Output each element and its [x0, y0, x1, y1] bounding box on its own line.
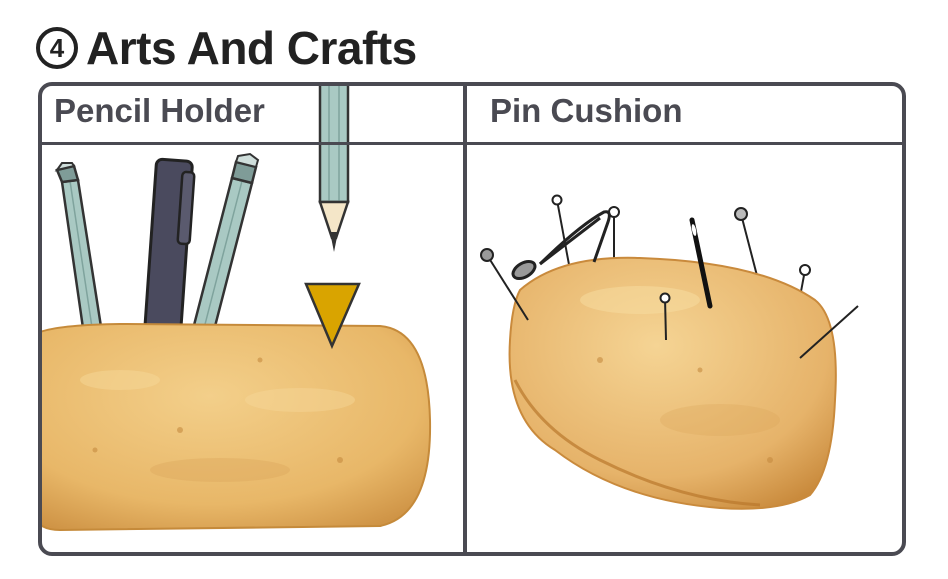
- pencil-holder-illustration: [42, 152, 432, 532]
- colored-pencil-left: [54, 162, 104, 337]
- sewing-needle: [689, 217, 713, 309]
- marker-pen: [142, 157, 196, 353]
- panel-divider-vertical: [463, 84, 467, 554]
- snack-cake-right: [508, 256, 837, 510]
- step-number-badge: 4: [36, 27, 78, 69]
- pin-cushion-illustration: [480, 194, 859, 510]
- title-row: 4 Arts And Crafts: [36, 20, 417, 76]
- pins-front: [486, 254, 859, 359]
- insert-here-arrow: [304, 282, 361, 350]
- panel-label-pencil-holder: Pencil Holder: [54, 92, 265, 129]
- page-title: Arts And Crafts: [86, 22, 417, 74]
- panel-divider-horizontal: [40, 142, 904, 145]
- panel-label-pin-cushion: Pin Cushion: [490, 92, 683, 129]
- pin-heads: [480, 194, 811, 304]
- step-number: 4: [49, 32, 65, 63]
- safety-pin: [511, 210, 611, 281]
- snack-cake-left: [42, 322, 432, 532]
- comic-panel-frame: [38, 82, 906, 556]
